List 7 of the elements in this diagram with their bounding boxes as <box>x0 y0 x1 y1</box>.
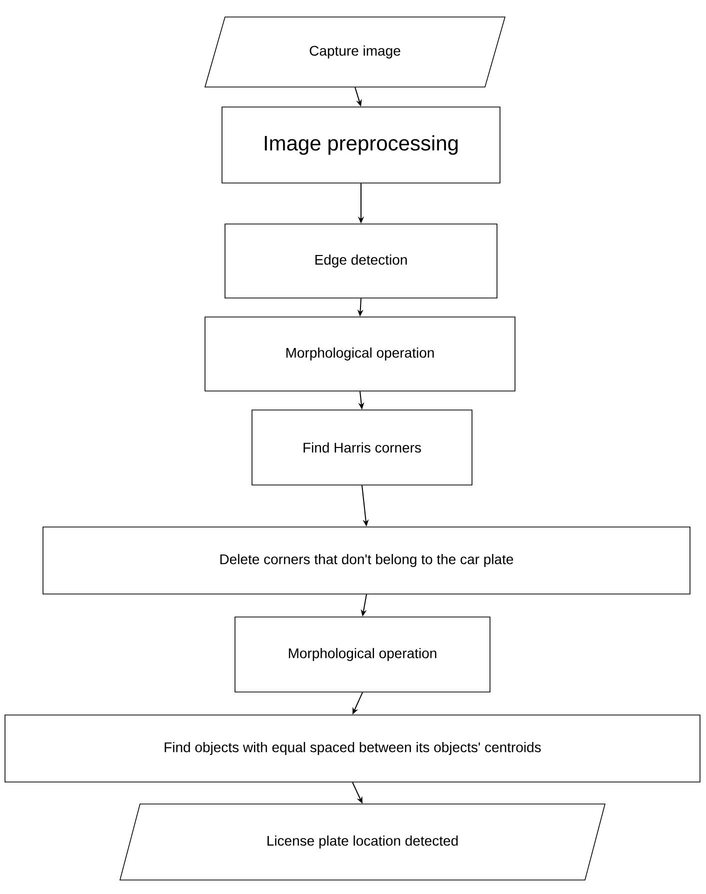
process-box: Find objects with equal spaced between its objects' centroids <box>4 714 700 782</box>
process-box: Delete corners that don't belong to the car plate <box>42 526 690 594</box>
process-box: Edge detection <box>224 224 498 298</box>
process-box: Find Harris corners <box>252 410 472 486</box>
process-box: Morphological operation <box>204 316 516 392</box>
process-box: Image preprocessing <box>222 106 500 184</box>
process-box: Morphological operation <box>234 616 490 692</box>
